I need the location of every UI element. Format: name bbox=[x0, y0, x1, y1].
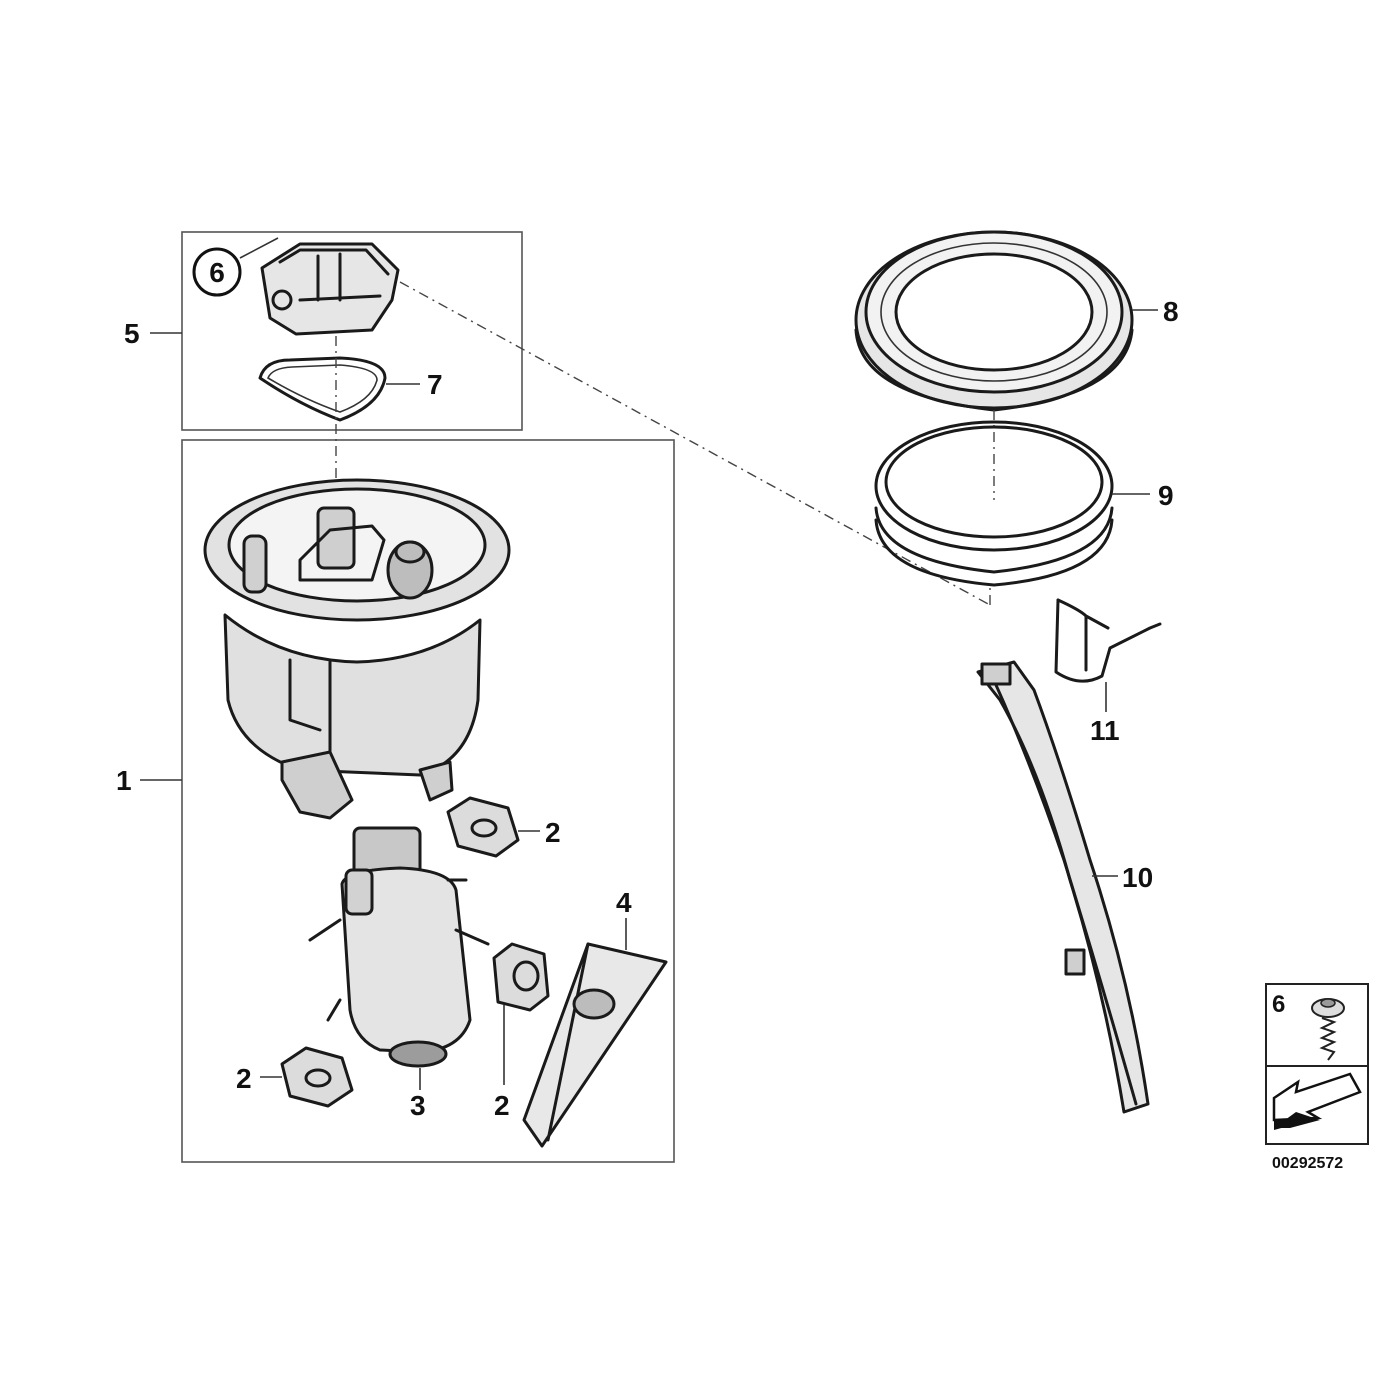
part-11-clip[interactable] bbox=[1054, 598, 1162, 683]
part-9-seal-ring[interactable] bbox=[874, 420, 1114, 587]
screw-icon bbox=[1311, 998, 1345, 1061]
part-8-locking-ring[interactable] bbox=[854, 230, 1134, 412]
part-1-pump-housing[interactable] bbox=[203, 478, 511, 820]
callout-4: 4 bbox=[616, 887, 632, 918]
callout-7: 7 bbox=[427, 369, 443, 400]
diagram-number: 00292572 bbox=[1272, 1155, 1343, 1172]
callout-5: 5 bbox=[124, 318, 140, 349]
group-frame-5 bbox=[181, 231, 523, 431]
callout-2-top: 2 bbox=[545, 817, 561, 848]
group-frame-1 bbox=[181, 439, 675, 1163]
part-2-retainer-right[interactable] bbox=[492, 942, 550, 1012]
callout-1: 1 bbox=[116, 765, 132, 796]
part-2-retainer-top[interactable] bbox=[446, 796, 520, 858]
part-3-fuel-pump[interactable] bbox=[308, 826, 490, 1068]
part-4-filter-wedge[interactable] bbox=[522, 942, 668, 1148]
callout-6: 6 bbox=[209, 257, 225, 288]
callout-8: 8 bbox=[1163, 296, 1179, 327]
callout-2-bottom-right: 2 bbox=[494, 1090, 510, 1121]
callout-3: 3 bbox=[410, 1090, 426, 1121]
part-2-retainer-left[interactable] bbox=[280, 1046, 354, 1108]
direction-arrow-icon bbox=[1272, 1072, 1362, 1130]
callout-6-circle bbox=[192, 247, 242, 297]
part-7-gasket[interactable] bbox=[258, 356, 387, 422]
callout-11: 11 bbox=[1090, 715, 1120, 746]
callout-10: 10 bbox=[1122, 862, 1153, 893]
legend-item-6: 6 bbox=[1272, 991, 1285, 1018]
part-10-level-sensor[interactable] bbox=[976, 660, 1150, 1114]
callout-9: 9 bbox=[1158, 480, 1174, 511]
callout-2-bottom-left: 2 bbox=[236, 1063, 252, 1094]
part-6-cover[interactable] bbox=[260, 242, 400, 336]
